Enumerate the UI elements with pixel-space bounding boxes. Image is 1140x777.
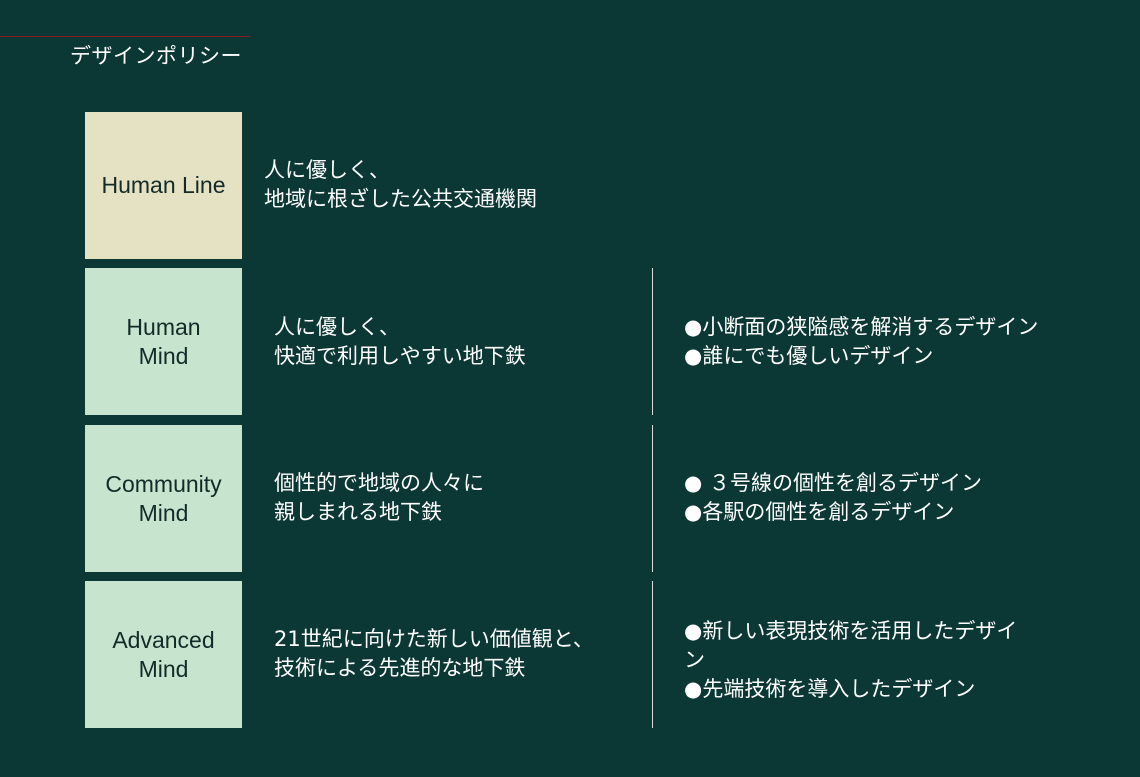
advanced-mind-description: 21世紀に向けた新しい価値観と、 技術による先進的な地下鉄 (274, 627, 594, 680)
feature-item: ●新しい表現技術を活用したデザイン (684, 619, 1018, 672)
human-mind-feature-list: ●小断面の狭隘感を解消するデザイン ●誰にでも優しいデザイン (684, 313, 1104, 371)
community-mind-description: 個性的で地域の人々に 親しまれる地下鉄 (274, 471, 484, 524)
feature-item: ●小断面の狭隘感を解消するデザイン (684, 315, 1039, 339)
human-line-label: Human Line (101, 172, 226, 198)
human-mind-description: 人に優しく、 快適で利用しやすい地下鉄 (274, 315, 526, 368)
column-divider (652, 581, 653, 728)
feature-item: ●先端技術を導入したデザイン (684, 677, 976, 701)
feature-item: ●誰にでも優しいデザイン (684, 344, 934, 368)
human-mind-label-box: Human Mind (85, 268, 242, 415)
feature-item: ●各駅の個性を創るデザイン (684, 500, 955, 524)
advanced-mind-feature-list: ●新しい表現技術を活用したデザイン ●先端技術を導入したデザイン (684, 617, 1034, 704)
column-divider (652, 268, 653, 415)
advanced-mind-label: Advanced Mind (112, 626, 215, 682)
feature-item: ● ３号線の個性を創るデザイン (684, 471, 982, 495)
community-mind-label-box: Community Mind (85, 425, 242, 572)
page-title: デザインポリシー (70, 44, 242, 68)
human-line-label-box: Human Line (85, 112, 242, 259)
column-divider (652, 425, 653, 572)
human-mind-label: Human Mind (126, 313, 201, 369)
community-mind-feature-list: ● ３号線の個性を創るデザイン ●各駅の個性を創るデザイン (684, 469, 1104, 527)
community-mind-label: Community Mind (105, 470, 222, 526)
title-accent-rule (0, 36, 250, 37)
human-line-description: 人に優しく、 地域に根ざした公共交通機関 (264, 158, 537, 211)
advanced-mind-label-box: Advanced Mind (85, 581, 242, 728)
